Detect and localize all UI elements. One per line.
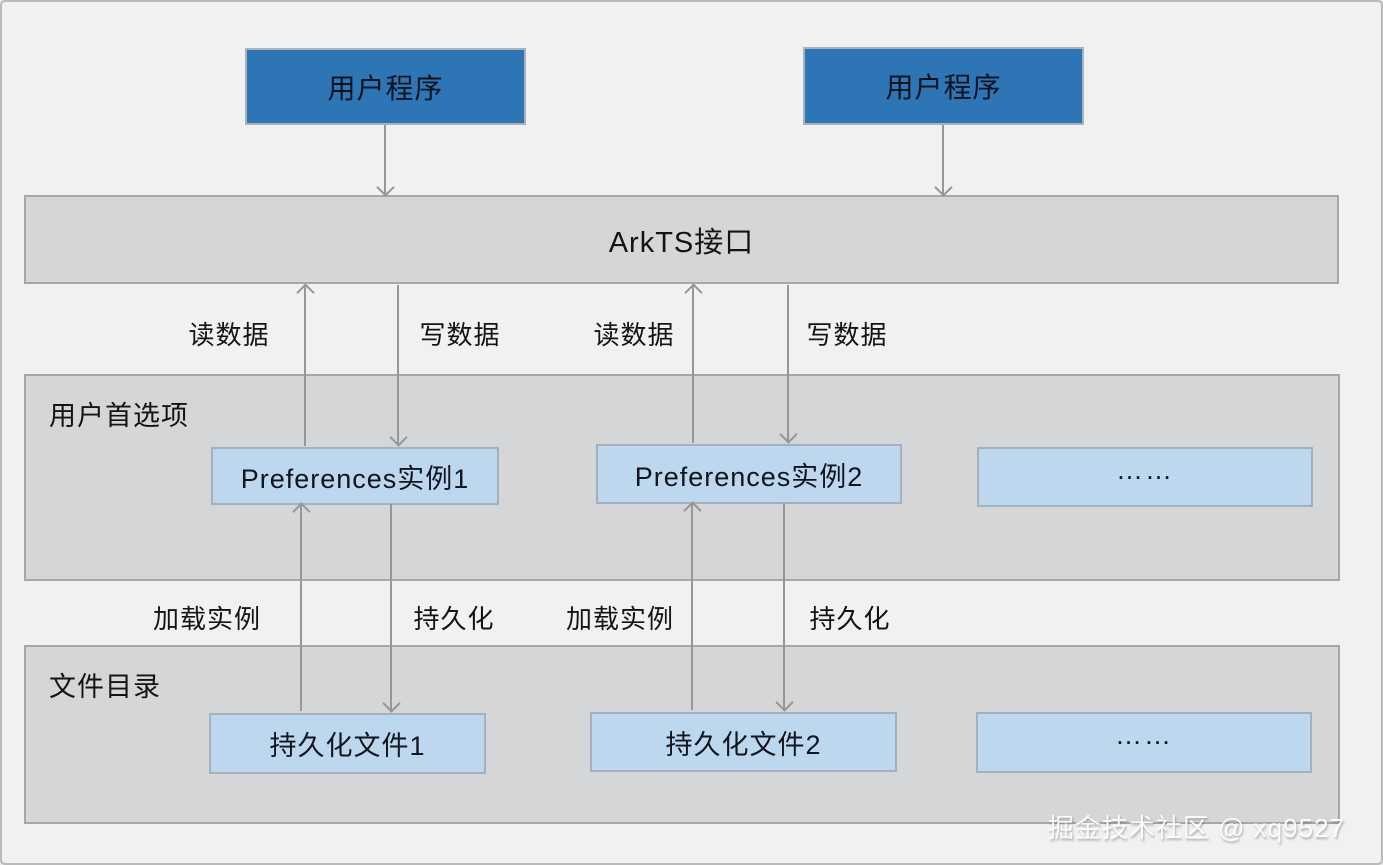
watermark: 掘金技术社区 @ xq9527 [1047, 813, 1345, 843]
user-program-box-1: 用户程序 [245, 48, 526, 125]
arkts-api-label: ArkTS接口 [608, 226, 755, 259]
preferences-instance-2-label: Preferences实例2 [634, 461, 864, 492]
preferences-more-label: …… [1116, 454, 1174, 485]
arrow-user2-to-api-icon [942, 125, 944, 195]
arrow-load-instance-2-icon [691, 503, 693, 710]
label-persist-2: 持久化 [809, 604, 891, 634]
user-program-box-2: 用户程序 [803, 47, 1084, 125]
arkts-api-bar: ArkTS接口 [24, 195, 1339, 284]
persist-file-1-box: 持久化文件1 [209, 713, 486, 774]
persist-file-1-label: 持久化文件1 [269, 731, 426, 761]
arrow-read-data-2-icon [692, 285, 694, 443]
user-program-label-2: 用户程序 [885, 72, 1002, 103]
label-write-data-1: 写数据 [419, 320, 501, 350]
arrow-user1-to-api-icon [384, 125, 386, 195]
label-persist-1: 持久化 [413, 604, 495, 634]
label-load-instance-1: 加载实例 [152, 604, 262, 634]
user-program-label-1: 用户程序 [327, 72, 444, 104]
label-read-data-2: 读数据 [593, 320, 675, 350]
preferences-section-title: 用户首选项 [49, 401, 189, 431]
preferences-more-box: …… [977, 447, 1313, 507]
persist-file-2-box: 持久化文件2 [590, 712, 897, 772]
persist-file-2-label: 持久化文件2 [665, 729, 822, 760]
arrow-persist-1-icon [390, 504, 392, 711]
label-read-data-1: 读数据 [188, 320, 270, 350]
files-section-title: 文件目录 [49, 672, 161, 702]
label-load-instance-2: 加载实例 [565, 604, 675, 634]
preferences-instance-2-box: Preferences实例2 [596, 444, 902, 504]
preferences-instance-1-label: Preferences实例1 [240, 463, 470, 494]
files-section: 文件目录 持久化文件1 持久化文件2 …… [24, 645, 1340, 824]
arrow-load-instance-1-icon [300, 504, 302, 711]
arrow-write-data-1-icon [397, 285, 399, 445]
files-more-box: …… [976, 712, 1312, 773]
preferences-instance-1-box: Preferences实例1 [211, 447, 499, 505]
files-more-label: …… [1115, 720, 1173, 750]
arrow-read-data-1-icon [304, 285, 306, 446]
arrow-persist-2-icon [783, 503, 785, 710]
label-write-data-2: 写数据 [806, 320, 888, 350]
preferences-section: 用户首选项 Preferences实例1 Preferences实例2 …… [24, 374, 1340, 581]
arrow-write-data-2-icon [787, 285, 789, 442]
